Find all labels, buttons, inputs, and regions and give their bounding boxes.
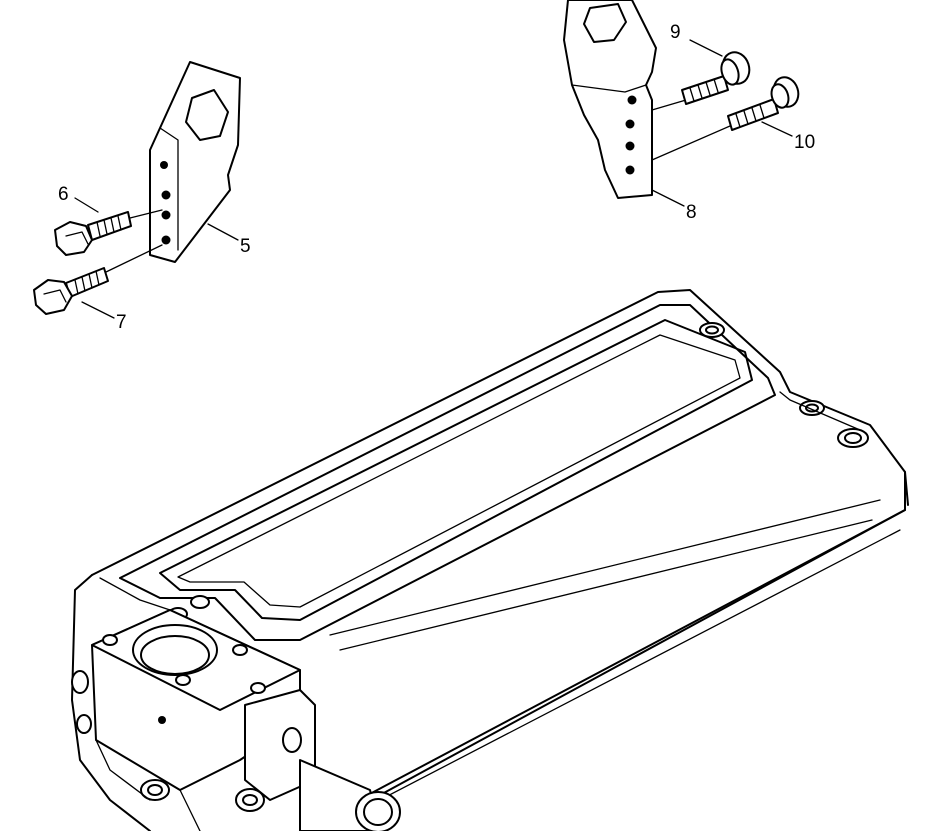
leader-7: [81, 301, 115, 319]
callout-7: 7: [116, 312, 127, 333]
leader-10: [761, 121, 793, 137]
leader-9: [689, 39, 723, 57]
callout-5: 5: [240, 236, 251, 257]
thermostat-housing: [71, 609, 401, 831]
bracket-right: [563, 0, 731, 199]
cover-housing: [71, 289, 909, 831]
bolt-6: [54, 209, 163, 256]
bolt-10: [727, 76, 800, 131]
bracket-left: [149, 61, 241, 263]
leader-6: [74, 197, 99, 213]
leader-5: [207, 223, 239, 241]
callout-10: 10: [794, 132, 815, 153]
callout-9: 9: [670, 22, 681, 43]
callout-6: 6: [58, 184, 69, 205]
bolt-7: [33, 244, 163, 315]
bolt-9: [681, 51, 751, 105]
leader-8: [651, 189, 685, 207]
callout-8: 8: [686, 202, 697, 223]
